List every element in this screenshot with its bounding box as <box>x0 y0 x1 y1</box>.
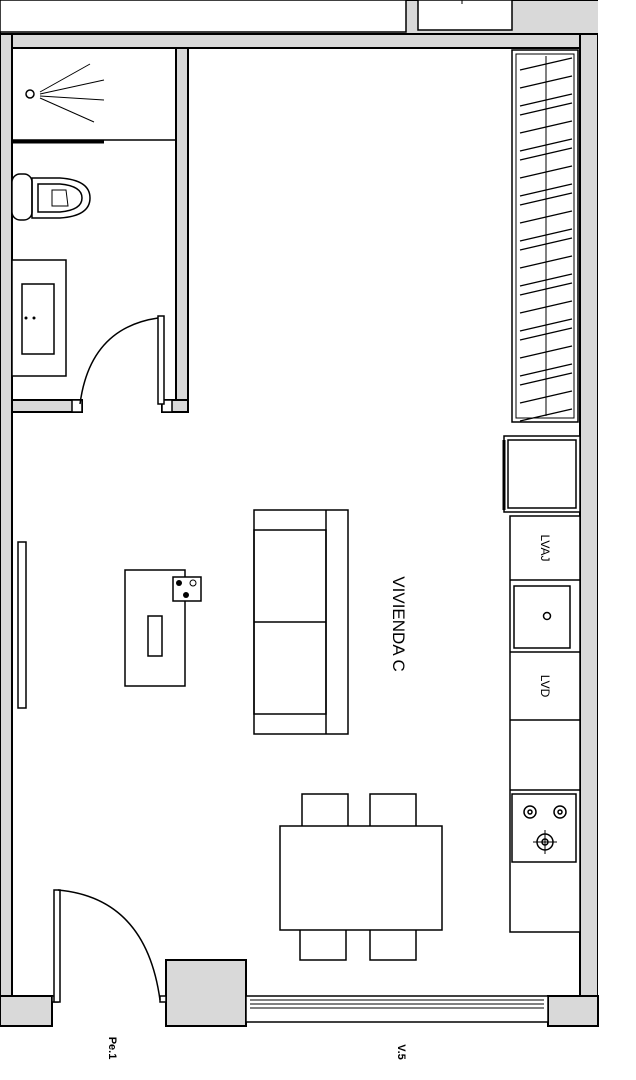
hanger-stroke <box>519 390 573 404</box>
shower <box>12 63 176 144</box>
room-label: VIVIENDA C <box>389 576 408 671</box>
hanger-stroke <box>519 192 573 206</box>
window-v5 <box>245 995 549 1023</box>
hanger-stroke <box>519 183 573 197</box>
side-table <box>172 576 202 602</box>
hanger-stroke <box>519 327 573 341</box>
lavadora-label: LVD <box>538 675 552 698</box>
hanger-stroke <box>519 255 573 269</box>
tv-unit <box>17 541 27 709</box>
hanger-stroke <box>519 345 573 359</box>
hanger-stroke <box>519 165 573 179</box>
fridge <box>502 435 581 513</box>
sofa <box>253 509 349 735</box>
hanger-stroke <box>519 75 573 89</box>
hanger-stroke <box>519 57 573 71</box>
hanger-stroke <box>519 138 573 152</box>
wardrobe <box>511 49 579 423</box>
hanger-stroke <box>519 282 573 296</box>
bathroom-walls <box>11 47 189 413</box>
hanger-stroke <box>519 363 573 377</box>
hanger-stroke <box>519 237 573 251</box>
hanger-stroke <box>519 372 573 386</box>
toilet <box>11 173 91 221</box>
kitchen-counter <box>509 515 581 933</box>
hanger-stroke <box>519 273 573 287</box>
dining-set <box>279 793 443 961</box>
hanger-stroke <box>519 102 573 116</box>
hanger-stroke <box>519 93 573 107</box>
dining-table <box>279 825 443 931</box>
bathroom-door <box>79 315 165 405</box>
hanger-stroke <box>519 228 573 242</box>
hanger-stroke <box>519 210 573 224</box>
hanger-stroke <box>519 408 573 422</box>
lavaplatos-label: LVAJ <box>538 535 552 562</box>
hanger-stroke <box>519 300 573 314</box>
window-tag: V.5 <box>395 1044 407 1060</box>
entrance-door <box>51 889 167 1003</box>
hanger-stroke <box>519 120 573 134</box>
door-tag: Pe.1 <box>106 1037 118 1060</box>
labels: VIVIENDA C LVAJ LVD Pe.1 V.5 <box>106 535 552 1060</box>
hanger-stroke <box>519 147 573 161</box>
washbasin <box>11 259 67 377</box>
hanger-stroke <box>519 318 573 332</box>
